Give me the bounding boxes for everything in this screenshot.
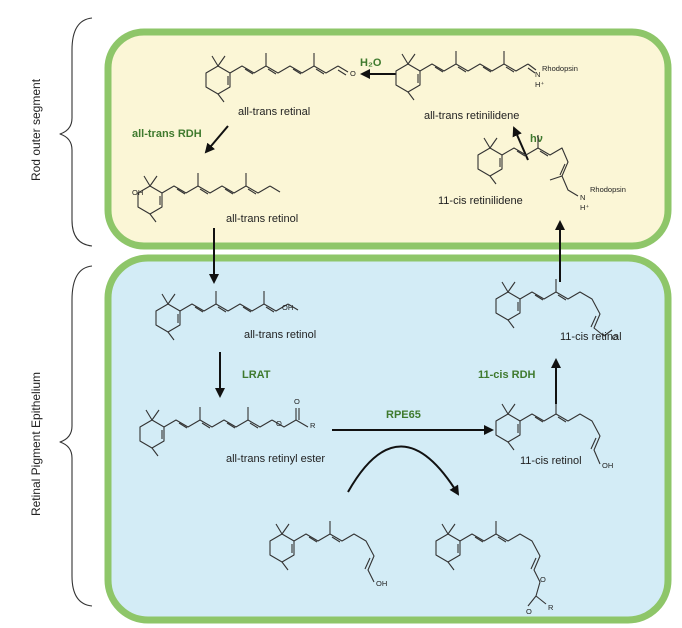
bottom-retinol-oh: OH — [376, 579, 387, 588]
rpe-region-label: Retinal Pigment Epithelium — [29, 372, 43, 516]
rpe65-label: RPE65 — [386, 409, 421, 421]
rod-all-trans-retinal-label: all-trans retinal — [238, 106, 310, 118]
rpe-retinol-oh: OH — [282, 303, 293, 312]
rpe-all-trans-retinol-structure — [155, 290, 299, 341]
all-trans-retinilidene-structure — [395, 50, 537, 101]
light-label: hν — [530, 133, 543, 145]
bottom-11-cis-ester-structure — [435, 521, 547, 607]
rpe-brace — [59, 265, 93, 607]
11-cis-retinilidene-structure — [477, 135, 579, 197]
ester-r-group: R — [310, 421, 316, 430]
lrat-label: LRAT — [242, 369, 271, 381]
rod-all-trans-retinol-structure — [137, 172, 281, 223]
ester-oxygen: O — [276, 419, 282, 428]
cis-n-atom: N — [580, 193, 585, 202]
11-cis-retinol-structure — [495, 401, 601, 465]
11-cis-rdh-label: 11-cis RDH — [478, 369, 536, 381]
rpe65-coupling-arc — [347, 445, 460, 496]
rpe-compartment — [104, 254, 672, 624]
rod-region-label: Rod outer segment — [29, 78, 43, 181]
ester-carbonyl-oxygen: O — [294, 397, 300, 406]
rod-all-trans-retinol-label: all-trans retinol — [226, 213, 298, 225]
aldehyde-oxygen: O — [350, 69, 356, 78]
all-trans-retinilidene-label: all-trans retinilidene — [424, 110, 519, 122]
trans-rhodopsin-atom: Rhodopsin — [542, 64, 578, 73]
bottom-ester-carbonyl-oxygen: O — [526, 607, 532, 616]
11-cis-retinal-structure — [495, 279, 613, 337]
rpe-all-trans-retinol-label: all-trans retinol — [244, 329, 316, 341]
retinyl-ester-label: all-trans retinyl ester — [226, 453, 325, 465]
bottom-11-cis-retinol-structure — [269, 521, 375, 583]
11-cis-retinilidene-label: 11-cis retinilidene — [438, 195, 523, 207]
11-cis-retinal-label: 11-cis retinal — [560, 331, 622, 343]
rod-retinol-oh: OH — [132, 188, 143, 197]
all-trans-rdh-label: all-trans RDH — [132, 128, 202, 140]
rod-brace — [59, 17, 93, 247]
h2o-label: H₂O — [360, 57, 382, 69]
retinyl-ester-structure — [139, 406, 309, 457]
trans-n-atom: N — [535, 70, 540, 79]
all-trans-retinal-structure — [205, 52, 349, 103]
cis-rhodopsin-atom: Rhodopsin — [590, 185, 626, 194]
bottom-ester-oxygen: O — [540, 575, 546, 584]
trans-h-plus: H⁺ — [535, 80, 544, 89]
cis-h-plus: H⁺ — [580, 203, 589, 212]
rod-outer-segment-compartment — [104, 28, 672, 250]
cis-retinol-oh: OH — [602, 461, 613, 470]
bottom-ester-r-group: R — [548, 603, 554, 612]
all-trans-rdh-arrow — [204, 125, 229, 154]
11-cis-retinol-label: 11-cis retinol — [520, 455, 582, 467]
cis-retinal-oxygen: O — [612, 333, 618, 342]
